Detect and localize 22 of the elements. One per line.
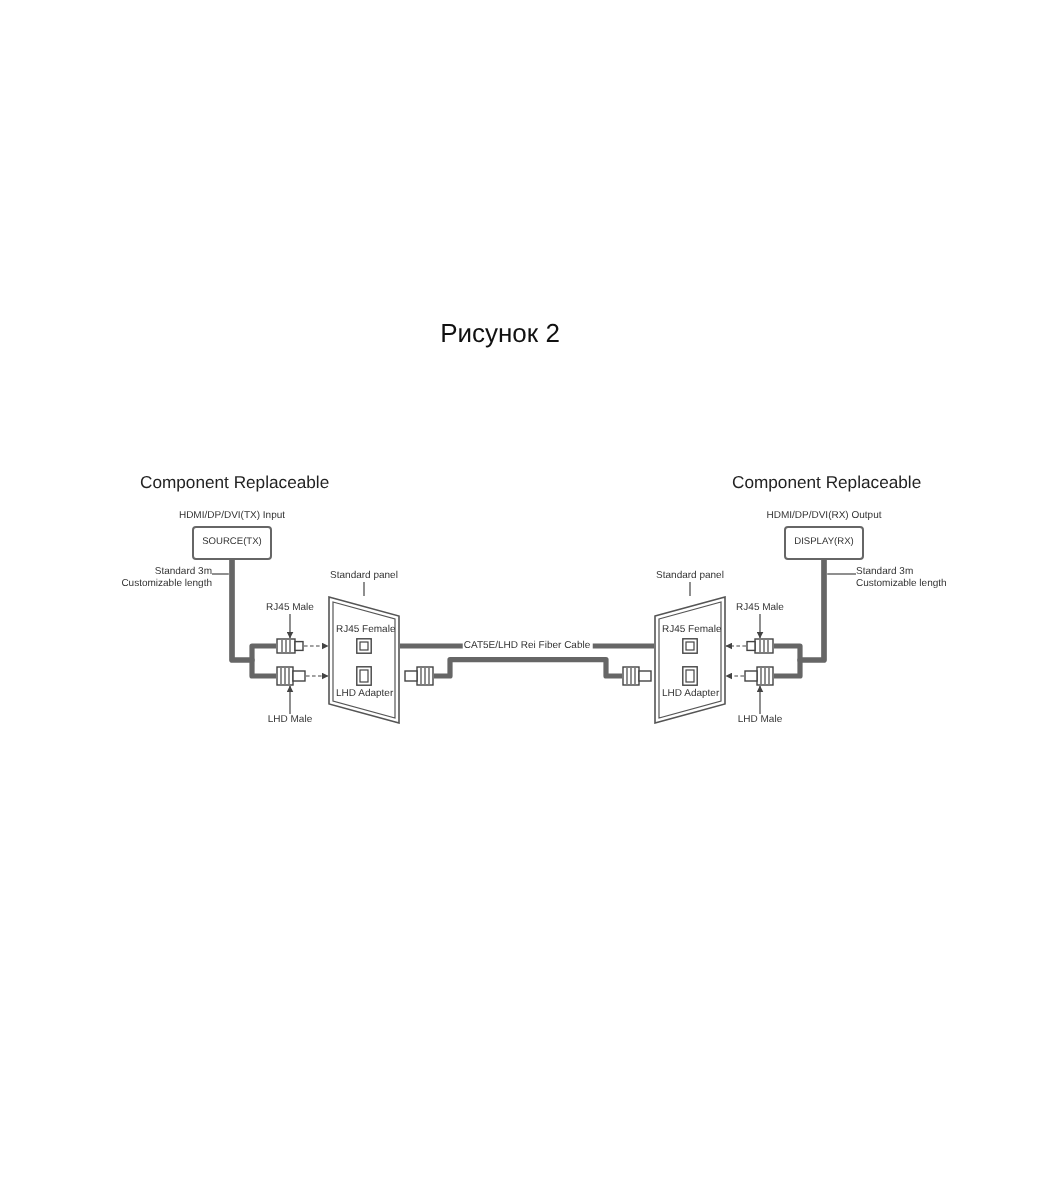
plug-icon [276,638,304,654]
leader-arrow [756,685,764,715]
section-heading: Component Replaceable [140,472,330,492]
plug-icon [622,666,652,686]
leader-arrow [286,613,294,639]
cable [434,657,622,679]
dashed-arrow [303,642,329,650]
leader-line [211,573,230,575]
leader-arrow [756,613,764,639]
plug-icon [276,666,306,686]
dashed-arrow [305,672,329,680]
plug-icon [404,666,434,686]
plug-icon [746,638,774,654]
section-heading: Component Replaceable [732,472,922,492]
leader-line [363,581,365,597]
leader-line [826,573,857,575]
figure-title: Рисунок 2 [440,318,560,348]
dashed-arrow [725,642,747,650]
leader-arrow [286,685,294,715]
leader-line [689,581,691,597]
plug-icon [744,666,774,686]
dashed-arrow [725,672,745,680]
